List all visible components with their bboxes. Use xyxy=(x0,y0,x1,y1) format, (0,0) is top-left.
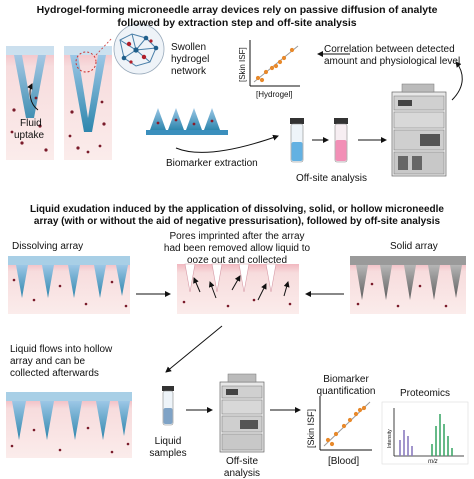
spectrum-xlabel: m/z xyxy=(428,459,438,465)
offsite-analysis-label-2b: analysis xyxy=(224,468,260,479)
swollen-label-3: network xyxy=(171,66,207,77)
panel1-title-line2: followed by extraction step and off-site… xyxy=(117,17,356,29)
hydrogel-network-icon xyxy=(113,23,165,75)
offsite-analysis-label-2a: Off-site xyxy=(226,456,258,467)
plot2-point xyxy=(347,417,353,423)
hplc-instrument-1 xyxy=(391,83,447,177)
solid-array-label: Solid array xyxy=(390,241,438,252)
offsite-analysis-label-1: Off-site analysis xyxy=(296,173,367,184)
liquid-samples-label-2: samples xyxy=(149,448,186,459)
vial-pink xyxy=(334,118,348,163)
plot2-point xyxy=(333,431,339,437)
panel1-title-line1: Hydrogel-forming microneedle array devic… xyxy=(37,4,438,16)
fluid-uptake-arrow xyxy=(27,83,39,111)
biomarker-quant-label-1: Biomarker xyxy=(323,374,369,385)
hollow-label-2: array and can be xyxy=(10,356,85,367)
arrow-extraction xyxy=(175,134,279,153)
spectrum-ylabel: Intensity xyxy=(387,429,393,448)
arrow-hplc-to-correlation xyxy=(451,61,463,101)
vial-liquid-sample xyxy=(162,386,174,426)
proteomics-spectrum xyxy=(381,401,469,465)
plot1-point xyxy=(289,47,295,53)
plot2-point xyxy=(329,441,335,447)
plot1-point xyxy=(281,55,287,61)
biomarker-extraction-label: Biomarker extraction xyxy=(166,158,258,169)
plot1-point xyxy=(273,63,279,69)
skin-dots-p2 xyxy=(10,278,448,454)
plot2-point xyxy=(353,411,359,417)
correlation-label-1: Correlation between detected xyxy=(324,44,455,55)
fluid-uptake-label-2: uptake xyxy=(14,130,44,141)
proteomics-label: Proteomics xyxy=(400,388,450,399)
pores-label-3: ooze out and collected xyxy=(187,255,287,266)
dissolving-array-label: Dissolving array xyxy=(12,241,83,252)
plot1-point xyxy=(263,69,269,75)
plot2-xlabel: [Blood] xyxy=(328,456,359,467)
pores-label-1: Pores imprinted after the array xyxy=(169,231,304,242)
plot1-point xyxy=(259,77,265,83)
biomarker-quant-label-2: quantification xyxy=(317,386,376,397)
skin-dots-p1 xyxy=(10,96,106,154)
panel2-title-line2: array (with or without the aid of negati… xyxy=(34,216,441,227)
swollen-label-2: hydrogel xyxy=(171,54,209,65)
plot2-point xyxy=(325,437,331,443)
pores-skin xyxy=(177,263,299,314)
swollen-label-1: Swollen xyxy=(171,42,206,53)
correlation-label-2: amount and physiological level xyxy=(324,56,460,67)
plot2-point xyxy=(361,405,367,411)
vial-blue xyxy=(290,118,304,163)
pores-label-2: had been removed allow liquid to xyxy=(164,243,311,254)
dissolving-array-skin xyxy=(8,256,130,314)
correlation-plot-2 xyxy=(319,396,372,451)
plot1-xlabel: [Hydrogel] xyxy=(256,90,292,99)
hydrogel-skin-block-2 xyxy=(64,46,112,160)
plot1-point xyxy=(269,65,275,71)
plot1-point xyxy=(255,75,261,81)
microneedle-patch xyxy=(146,108,228,135)
plot2-ylabel: [Skin ISF] xyxy=(306,409,316,448)
correlation-plot-1 xyxy=(249,40,300,87)
arrow-pores-to-vial xyxy=(165,325,223,373)
plot2-point xyxy=(357,407,363,413)
hydrogel-skin-block-1 xyxy=(6,46,54,160)
solid-array-skin xyxy=(350,256,466,314)
hollow-label-3: collected afterwards xyxy=(10,368,99,379)
zoom-circle xyxy=(75,51,97,73)
fluid-uptake-label-1: Fluid xyxy=(20,118,42,129)
hplc-instrument-2 xyxy=(219,373,265,453)
liquid-samples-label-1: Liquid xyxy=(155,436,182,447)
plot2-point xyxy=(341,423,347,429)
panel2-title-line1: Liquid exudation induced by the applicat… xyxy=(30,204,444,215)
plot1-ylabel: [Skin ISF] xyxy=(238,47,247,82)
hollow-label-1: Liquid flows into hollow xyxy=(10,344,113,355)
plot1-point xyxy=(277,59,283,65)
hollow-array-skin xyxy=(6,392,132,458)
